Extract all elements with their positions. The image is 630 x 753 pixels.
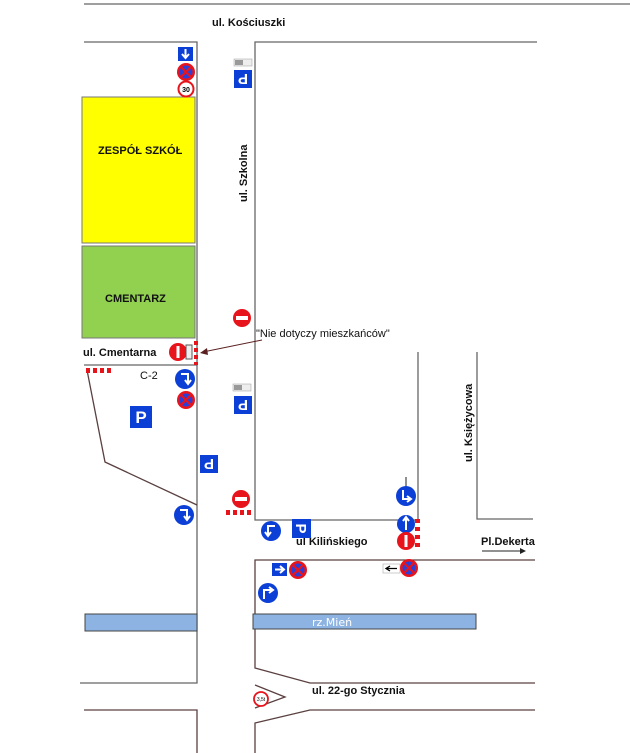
arrow-right-icon bbox=[482, 548, 526, 554]
parking-sign-icon: P bbox=[200, 455, 218, 473]
no-stopping-sign-icon bbox=[175, 61, 197, 83]
cemetery-label: CMENTARZ bbox=[105, 293, 166, 305]
turn-right-sign-icon bbox=[175, 369, 195, 389]
no-entry-sign-icon bbox=[232, 490, 250, 508]
svg-text:P: P bbox=[204, 455, 214, 472]
no-stopping-sign-icon bbox=[287, 559, 309, 581]
one-way-down-sign-icon bbox=[178, 47, 193, 61]
turn-right-sign-icon bbox=[258, 583, 278, 603]
plate-icon bbox=[232, 383, 252, 392]
river-label: rz.Mień bbox=[312, 616, 352, 629]
svg-text:30: 30 bbox=[182, 87, 190, 94]
arrow-left-plate-icon bbox=[382, 563, 401, 574]
parking-sign-icon: P bbox=[292, 519, 311, 538]
svg-text:P: P bbox=[135, 408, 146, 427]
no-stopping-sign-icon bbox=[175, 389, 197, 411]
school-label: ZESPÓŁ SZKÓŁ bbox=[98, 144, 183, 157]
svg-text:3,5t: 3,5t bbox=[257, 697, 266, 703]
speed-limit-sign-icon: 30 bbox=[177, 80, 195, 98]
parking-sign-icon: P bbox=[234, 70, 252, 88]
street-stycznia: ul. 22-go Stycznia bbox=[312, 685, 406, 697]
parking-sign-icon: P bbox=[234, 396, 252, 414]
street-kosciuszki: ul. Kościuszki bbox=[212, 17, 285, 29]
plate-icon bbox=[233, 58, 253, 67]
school-area bbox=[81, 96, 196, 244]
turn-right-sign-icon bbox=[396, 486, 416, 506]
annotation-arrow bbox=[200, 339, 263, 355]
turn-left-sign-icon bbox=[261, 521, 281, 541]
one-way-right-sign-icon bbox=[272, 563, 287, 576]
turn-right-sign-icon bbox=[174, 505, 194, 525]
svg-text:P: P bbox=[238, 70, 248, 87]
svg-text:P: P bbox=[292, 523, 309, 533]
annotation-text: "Nie dotyczy mieszkańców" bbox=[256, 328, 390, 340]
street-szkolna: ul. Szkolna bbox=[238, 144, 250, 202]
street-dekerta: Pl.Dekerta bbox=[481, 536, 536, 548]
barrier-stripes bbox=[86, 341, 420, 547]
straight-only-sign-icon bbox=[397, 515, 415, 533]
no-vehicles-sign-icon bbox=[169, 343, 187, 361]
weight-limit-sign-icon: 3,5t bbox=[253, 691, 269, 707]
river-right bbox=[252, 613, 477, 630]
cemetery-area bbox=[81, 245, 196, 339]
river-left bbox=[84, 613, 198, 632]
street-cmentarna: ul. Cmentarna bbox=[83, 347, 157, 359]
svg-text:P: P bbox=[238, 396, 248, 413]
road-outlines bbox=[80, 3, 630, 753]
no-vehicles-sign-icon bbox=[397, 532, 415, 550]
parking-sign-icon: P bbox=[130, 406, 152, 428]
barrier-icon bbox=[185, 344, 193, 360]
street-kilinskiego: ul Kilińskiego bbox=[296, 536, 368, 548]
street-ksiezycowa: ul. Księżycowa bbox=[463, 383, 475, 462]
no-stopping-sign-icon bbox=[398, 557, 420, 579]
no-entry-sign-icon bbox=[233, 309, 251, 327]
lot-label: C-2 bbox=[140, 370, 158, 382]
